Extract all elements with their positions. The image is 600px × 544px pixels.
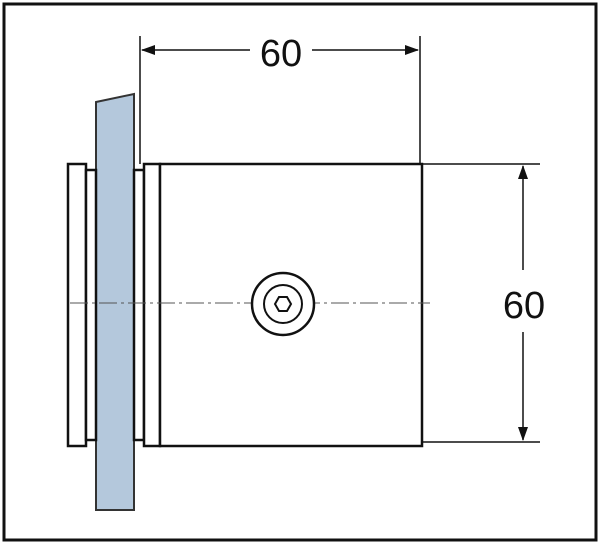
width-dimension-label: 60 xyxy=(260,33,302,75)
width-dimension xyxy=(139,36,421,164)
height-dimension-label: 60 xyxy=(503,285,545,327)
height-dimension xyxy=(422,163,540,443)
clamp-rings xyxy=(132,162,162,448)
back-plate xyxy=(66,162,98,448)
hex-socket-screw-icon xyxy=(250,271,316,337)
glass-panel xyxy=(95,92,135,511)
